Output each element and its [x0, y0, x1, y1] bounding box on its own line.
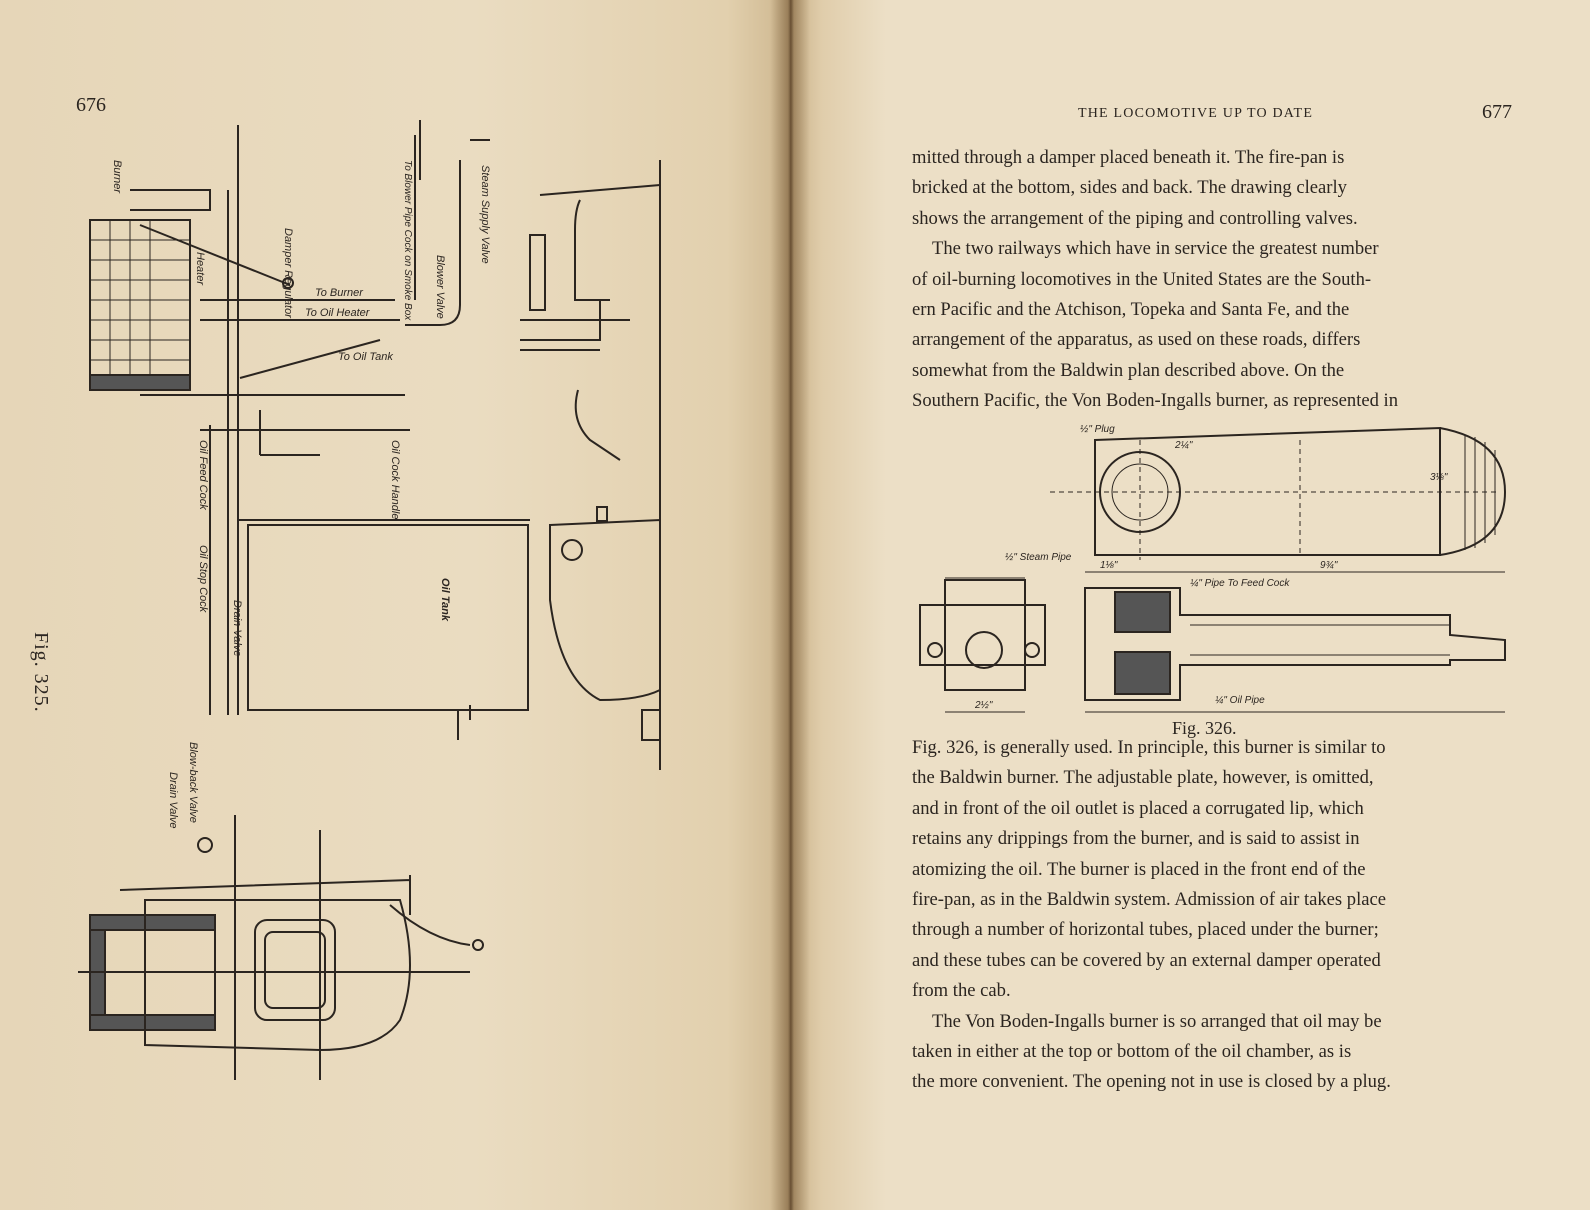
label-pipe-to-feed-cock: ¼" Pipe To Feed Cock: [1190, 577, 1290, 589]
label-blower-pipe-cock: To Blower Pipe Cock on Smoke Box: [402, 160, 413, 321]
text-line: taken in either at the top or bottom of …: [912, 1041, 1352, 1063]
label-drain-valve: Drain Valve: [231, 600, 243, 656]
text-line: Fig. 326, is generally used. In principl…: [912, 737, 1386, 758]
figure-326-caption: Fig. 326.: [1172, 718, 1237, 738]
paragraph-3: Fig. 326, is generally used. In principl…: [912, 733, 1507, 1098]
dim-a: 2¼": [1174, 439, 1193, 451]
label-damper-regulator: Damper Regulator: [282, 228, 294, 319]
label-burner: Burner: [111, 160, 123, 194]
left-page: [0, 0, 790, 1210]
label-oil-stop-cock: Oil Stop Cock: [197, 545, 209, 613]
label-steam-pipe: ½" Steam Pipe: [1005, 552, 1072, 563]
label-to-burner: To Burner: [315, 287, 364, 299]
book-gutter: [770, 0, 810, 1210]
left-page-number: 676: [76, 94, 106, 116]
text-line: bricked at the bottom, sides and back. T…: [912, 177, 1347, 199]
dim-e: 1⅛": [1100, 560, 1118, 571]
text-line: retains any drippings from the burner, a…: [912, 828, 1360, 850]
dim-b: 9¾": [1320, 560, 1338, 571]
text-line: shows the arrangement of the piping and …: [912, 207, 1358, 229]
label-heater: Heater: [194, 252, 206, 286]
label-oil-pipe: ¼" Oil Pipe: [1215, 694, 1265, 706]
text-line: atomizing the oil. The burner is placed …: [912, 858, 1366, 880]
text-line: The two railways which have in service t…: [932, 238, 1379, 260]
paragraph-1: mitted through a damper placed beneath i…: [912, 143, 1507, 417]
label-to-oil-heater: To Oil Heater: [305, 307, 371, 319]
label-blower-valve: Blower Valve: [434, 255, 446, 319]
oil-tank: [247, 524, 529, 711]
label-oil-cock-handle: Oil Cock Handle: [389, 440, 401, 519]
text-line: Southern Pacific, the Von Boden-Ingalls …: [912, 390, 1399, 412]
label-oil-feed-cock: Oil Feed Cock: [197, 440, 209, 510]
running-head: THE LOCOMOTIVE UP TO DATE: [1078, 106, 1314, 121]
right-page-number: 677: [1482, 101, 1512, 123]
label-oil-tank: Oil Tank: [439, 578, 451, 622]
text-line: arrangement of the apparatus, as used on…: [912, 329, 1361, 351]
label-blow-back-valve: Blow-back Valve: [187, 742, 199, 823]
label-steam-supply-valve: Steam Supply Valve: [479, 165, 491, 264]
text-line: of oil-burning locomotives in the United…: [912, 268, 1372, 290]
text-line: The Von Boden-Ingalls burner is so arran…: [932, 1010, 1382, 1032]
text-line: ern Pacific and the Atchison, Topeka and…: [912, 299, 1350, 321]
text-line: somewhat from the Baldwin plan described…: [912, 359, 1345, 381]
text-line: and these tubes can be covered by an ext…: [912, 949, 1381, 971]
label-plug: ½" Plug: [1080, 424, 1115, 435]
text-line: mitted through a damper placed beneath i…: [912, 147, 1345, 168]
text-line: through a number of horizontal tubes, pl…: [912, 919, 1379, 941]
figure-325-drawing: Burner Damper Regulator Heater To Burner…: [78, 120, 661, 1080]
text-line: from the cab.: [912, 980, 1011, 1002]
dim-d: 2½": [974, 700, 993, 711]
text-line: and in front of the oil outlet is placed…: [912, 797, 1364, 819]
text-line: fire-pan, as in the Baldwin system. Admi…: [912, 889, 1387, 911]
label-drain-valve-lower: Drain Valve: [167, 772, 179, 828]
text-line: the Baldwin burner. The adjustable plate…: [912, 767, 1374, 789]
text-line: the more convenient. The opening not in …: [912, 1071, 1391, 1093]
label-to-oil-tank: To Oil Tank: [338, 351, 393, 363]
dim-c: 3⅛": [1430, 472, 1448, 483]
